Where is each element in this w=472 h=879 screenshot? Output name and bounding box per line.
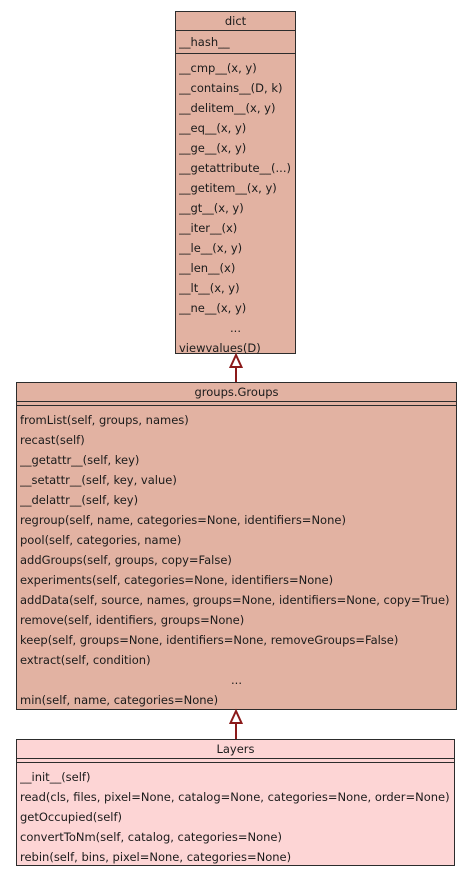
method-row: __len__(x) — [179, 261, 236, 275]
method-row: addGroups(self, groups, copy=False) — [20, 553, 232, 567]
method-row: __getattribute__(...) — [179, 161, 291, 175]
method-row: __delattr__(self, key) — [20, 493, 139, 507]
method-row: __init__(self) — [20, 770, 91, 784]
class-layers: Layers __init__(self) read(cls, files, p… — [16, 739, 455, 866]
method-row: recast(self) — [20, 433, 85, 447]
method-ellipsis: ... — [231, 673, 242, 687]
method-row: min(self, name, categories=None) — [20, 693, 219, 707]
method-row: regroup(self, name, categories=None, ide… — [20, 513, 346, 527]
class-groups-attributes — [17, 402, 456, 406]
method-row: convertToNm(self, catalog, categories=No… — [20, 830, 282, 844]
inheritance-arrow-groups-to-dict — [228, 352, 244, 382]
method-row: __delitem__(x, y) — [179, 101, 276, 115]
method-row: __eq__(x, y) — [179, 121, 247, 135]
method-row: __getattr__(self, key) — [20, 453, 140, 467]
attribute-row: __hash__ — [179, 35, 230, 49]
method-row: __ne__(x, y) — [179, 301, 247, 315]
class-groups-title: groups.Groups — [17, 383, 456, 402]
class-dict: dict __hash__ __cmp__(x, y) __contains__… — [175, 11, 296, 355]
method-row: remove(self, identifiers, groups=None) — [20, 613, 245, 627]
method-row: __cmp__(x, y) — [179, 61, 257, 75]
method-row: viewvalues(D) — [179, 341, 261, 355]
class-groups: groups.Groups fromList(self, groups, nam… — [16, 382, 457, 710]
method-row: extract(self, condition) — [20, 653, 151, 667]
method-row: read(cls, files, pixel=None, catalog=Non… — [20, 790, 450, 804]
class-groups-methods: fromList(self, groups, names) recast(sel… — [17, 406, 456, 712]
class-layers-attributes — [17, 759, 454, 763]
method-row: __gt__(x, y) — [179, 201, 244, 215]
class-dict-attributes: __hash__ — [176, 31, 295, 54]
method-row: __lt__(x, y) — [179, 281, 240, 295]
method-row: rebin(self, bins, pixel=None, categories… — [20, 850, 292, 864]
method-row: __iter__(x) — [179, 221, 238, 235]
method-row: __setattr__(self, key, value) — [20, 473, 177, 487]
method-row: __ge__(x, y) — [179, 141, 247, 155]
class-layers-title: Layers — [17, 740, 454, 759]
method-row: addData(self, source, names, groups=None… — [20, 593, 450, 607]
class-dict-title: dict — [176, 12, 295, 31]
method-row: fromList(self, groups, names) — [20, 413, 189, 427]
method-row: __getitem__(x, y) — [179, 181, 277, 195]
class-dict-methods: __cmp__(x, y) __contains__(D, k) __delit… — [176, 54, 295, 360]
class-layers-methods: __init__(self) read(cls, files, pixel=No… — [17, 763, 454, 869]
method-row: __le__(x, y) — [179, 241, 243, 255]
method-row: experiments(self, categories=None, ident… — [20, 573, 334, 587]
method-row: getOccupied(self) — [20, 810, 123, 824]
method-ellipsis: ... — [230, 321, 241, 335]
inheritance-arrow-layers-to-groups — [228, 708, 244, 739]
method-row: pool(self, categories, name) — [20, 533, 182, 547]
method-row: __contains__(D, k) — [179, 81, 283, 95]
method-row: keep(self, groups=None, identifiers=None… — [20, 633, 399, 647]
